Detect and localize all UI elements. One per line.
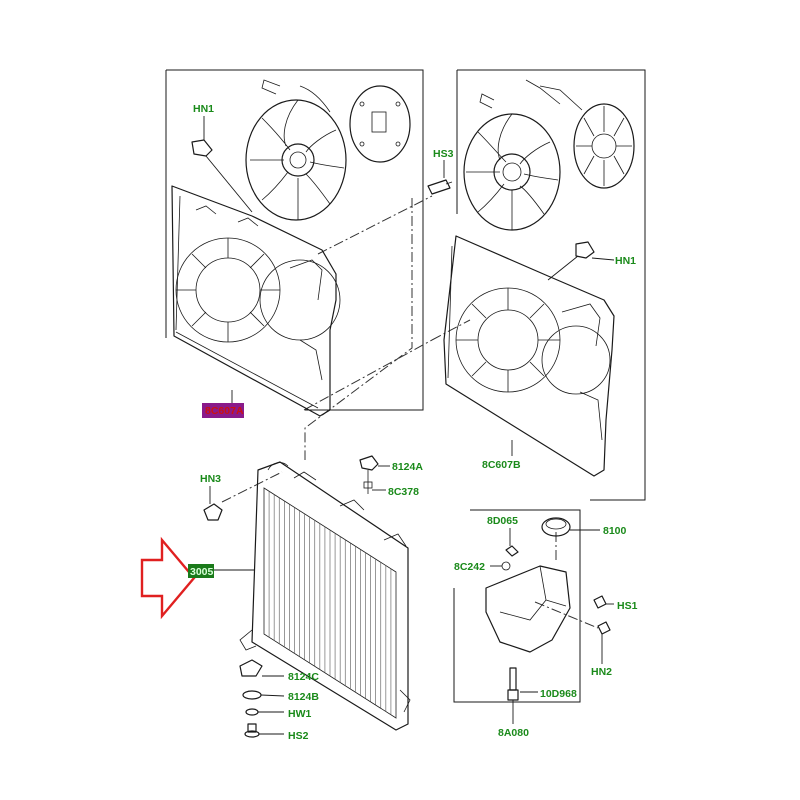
- label-hs2: HS2: [288, 730, 309, 742]
- highlight-box-8c607a: [202, 403, 244, 418]
- red-indicator-arrow: [140, 536, 196, 620]
- small-fan-b: [539, 85, 635, 189]
- label-8c378: 8C378: [388, 486, 419, 498]
- label-3005: 3005: [190, 566, 214, 578]
- fan-blade-disc-a: [349, 85, 411, 163]
- fan-assembly-b-frame: [456, 69, 646, 501]
- fan-motor-a: [245, 79, 347, 221]
- expansion-tank: [485, 517, 614, 724]
- label-8a080: 8A080: [498, 727, 529, 739]
- label-hw1: HW1: [288, 708, 311, 720]
- fan-motor-b: [463, 79, 561, 231]
- radiator: [239, 461, 411, 731]
- label-8124c: 8124C: [288, 671, 319, 683]
- label-hs3: HS3: [433, 148, 454, 160]
- label-8c607a: 8C607A: [205, 405, 244, 417]
- fan-shroud-a: [171, 185, 341, 417]
- highlight-box-3005: [188, 564, 214, 578]
- label-8c242: 8C242: [454, 561, 485, 573]
- radiator-fins: [263, 488, 397, 718]
- label-hn2: HN2: [591, 666, 612, 678]
- label-hn1-right: HN1: [615, 255, 636, 267]
- label-8d065: 8D065: [487, 515, 518, 527]
- radiator-top-mount: [359, 455, 390, 494]
- label-8124a: 8124A: [392, 461, 423, 473]
- bolt-hs3: [427, 160, 453, 195]
- label-8124b: 8124B: [288, 691, 319, 703]
- assembly-lines: [221, 195, 599, 629]
- label-hn3: HN3: [200, 473, 221, 485]
- nut-hn3: [203, 486, 223, 521]
- fan-shroud-b: [443, 235, 615, 477]
- label-10d968: 10D968: [540, 688, 577, 700]
- clip-hn1-right: [547, 241, 615, 281]
- label-8c607b: 8C607B: [482, 459, 521, 471]
- label-leaders: [214, 390, 513, 571]
- label-hn1-left: HN1: [193, 103, 214, 115]
- fan-assembly-a-frame: [165, 69, 424, 411]
- radiator-mount-parts: [239, 659, 285, 738]
- label-8100: 8100: [603, 525, 627, 537]
- expansion-tank-frame: [453, 509, 581, 703]
- label-hs1: HS1: [617, 600, 638, 612]
- clip-hn1-left: [191, 116, 253, 213]
